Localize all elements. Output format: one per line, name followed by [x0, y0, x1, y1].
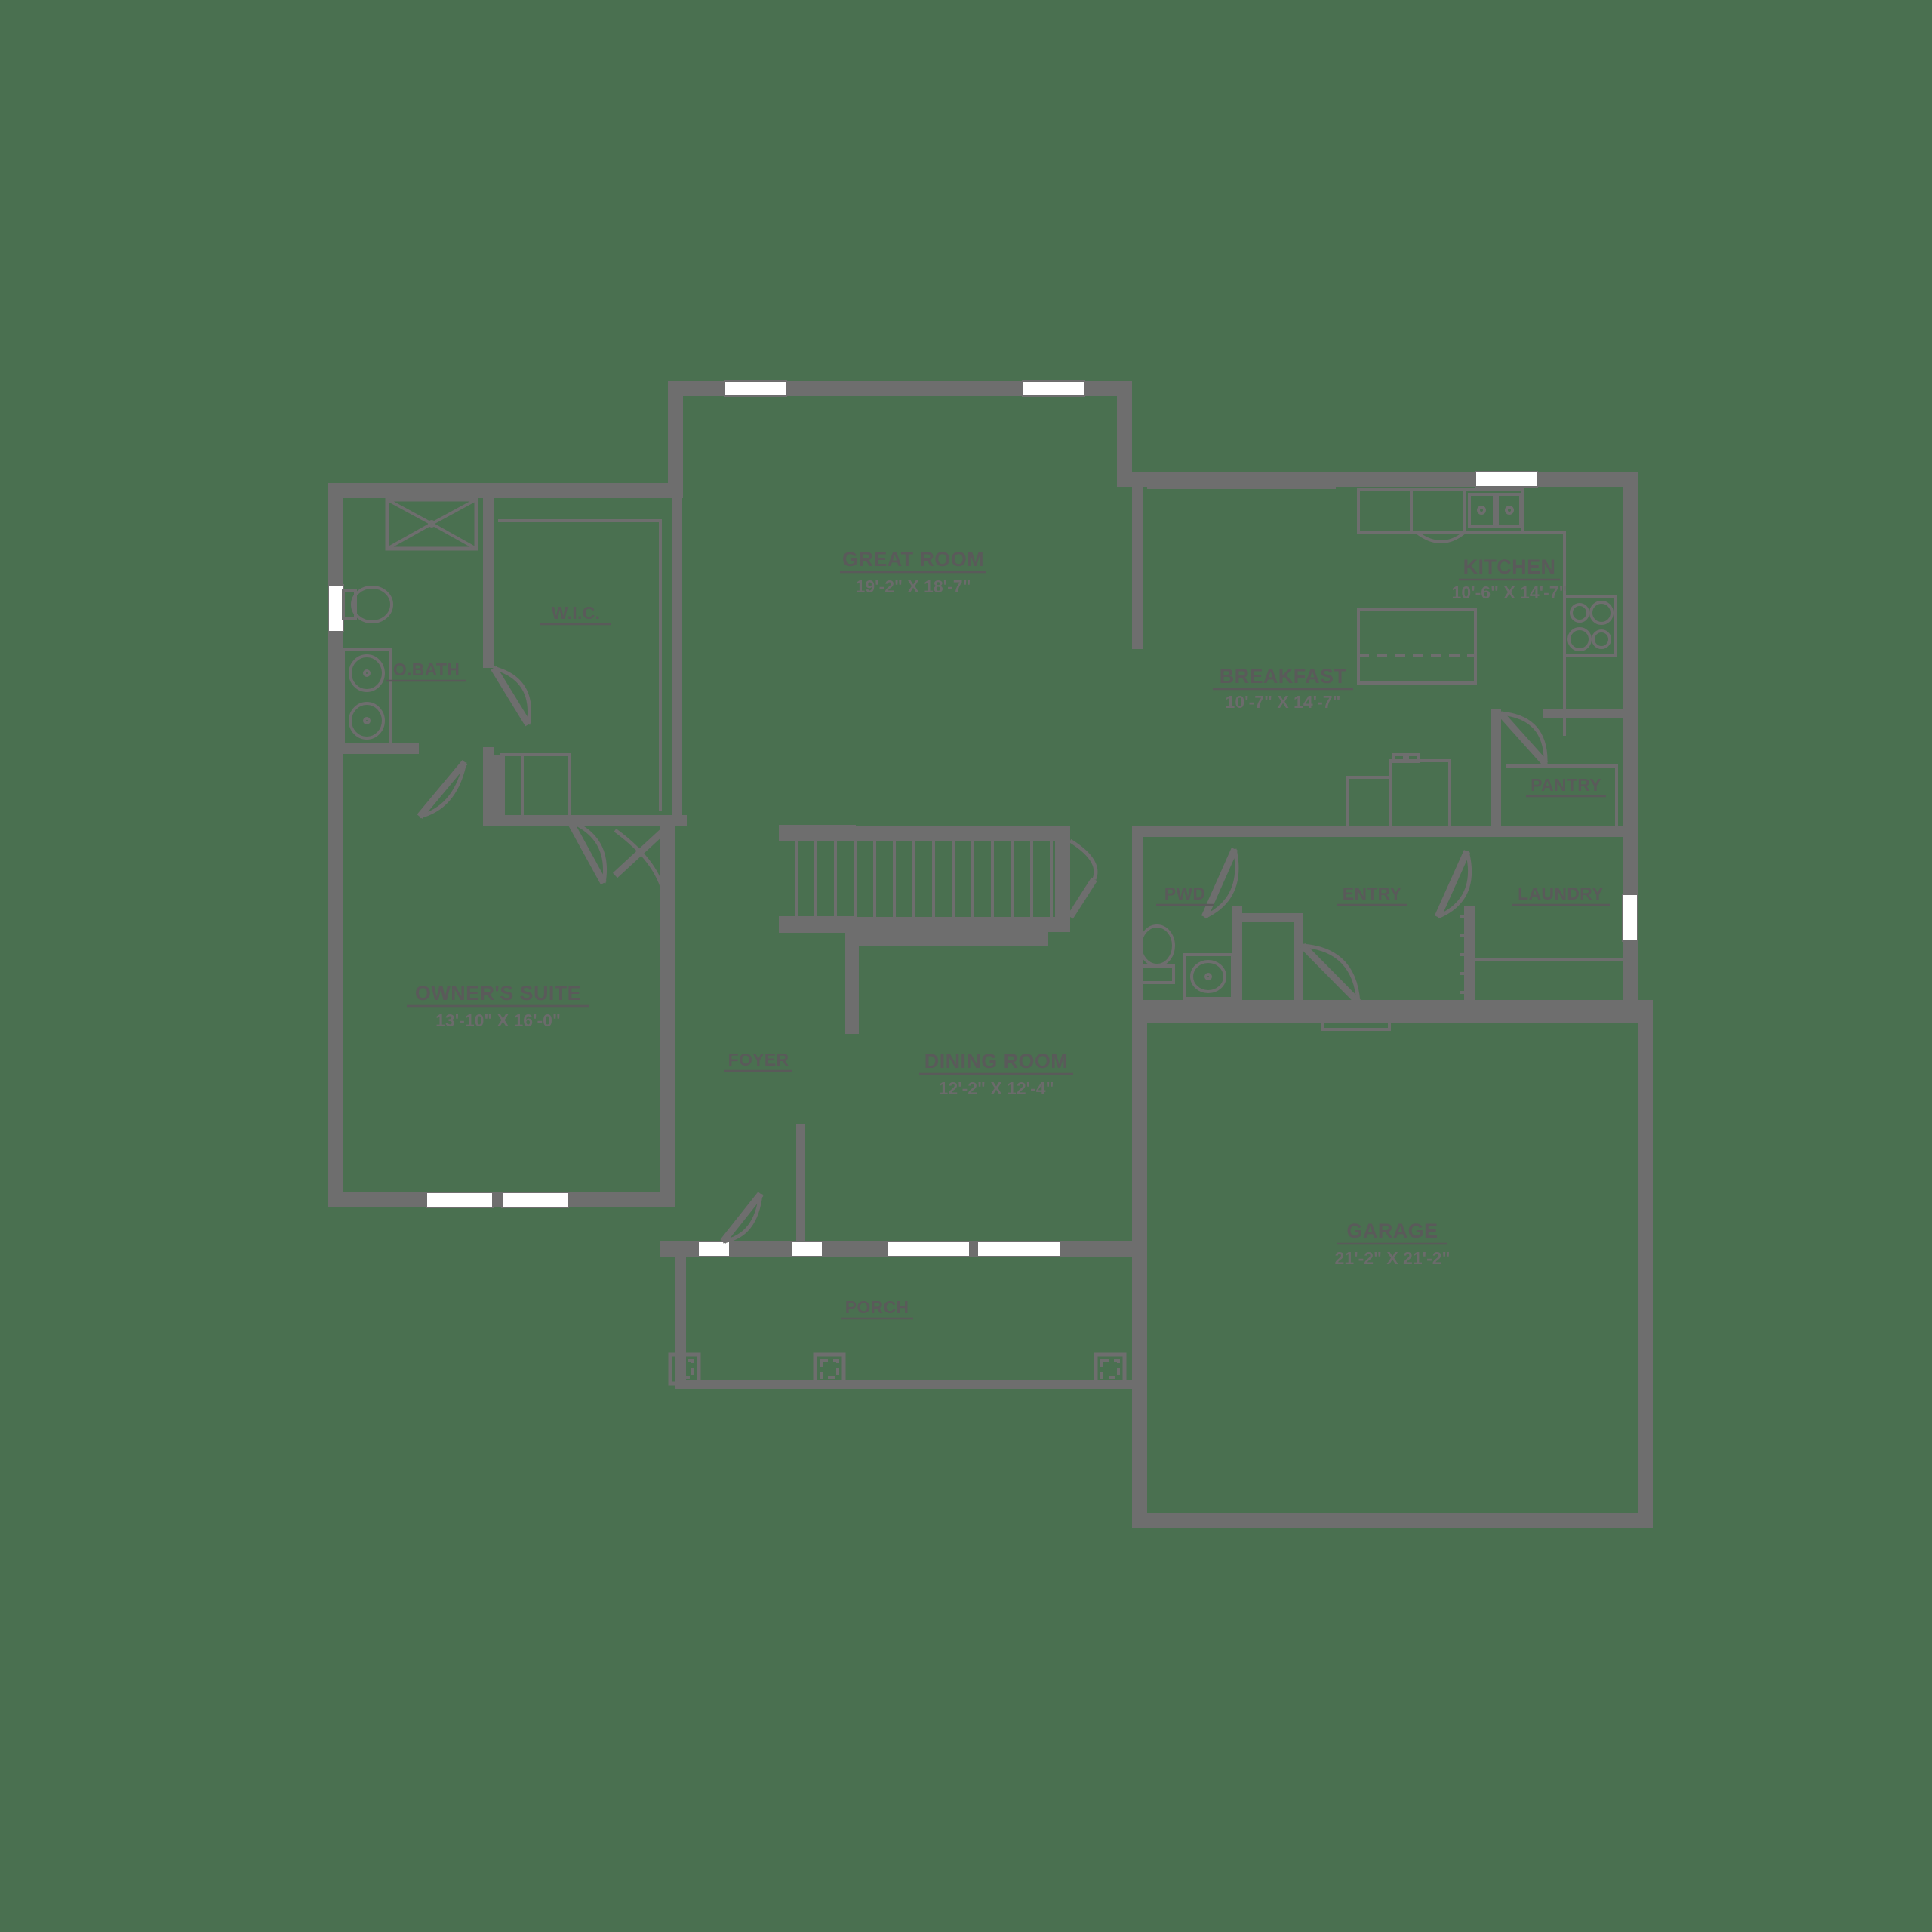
svg-text:19'-2" X 18'-7": 19'-2" X 18'-7" [856, 577, 971, 596]
svg-text:21'-2" X 21'-2": 21'-2" X 21'-2" [1335, 1248, 1451, 1268]
powder-room-fixtures [1139, 924, 1234, 1000]
svg-text:O.BATH: O.BATH [393, 660, 460, 679]
window-great-room-left [724, 380, 787, 397]
window-dining-b [977, 1241, 1061, 1257]
kitchen-fixtures [1346, 488, 1617, 830]
svg-text:OWNER'S SUITE: OWNER'S SUITE [415, 982, 581, 1004]
svg-text:ENTRY: ENTRY [1343, 884, 1402, 903]
refrigerator-fixture [1389, 759, 1451, 830]
window-owners-suite-b [501, 1192, 569, 1208]
window-foyer-b [790, 1241, 823, 1257]
window-kitchen [1475, 471, 1538, 488]
window-great-room-right [1022, 380, 1085, 397]
svg-text:DINING ROOM: DINING ROOM [924, 1050, 1068, 1072]
powder-toilet-fixture [1139, 924, 1175, 984]
window-dining-a [886, 1241, 971, 1257]
great-room-column [1132, 498, 1141, 649]
exterior-walls [328, 381, 1653, 1528]
svg-text:10'-6" X 14'-7": 10'-6" X 14'-7" [1452, 583, 1567, 602]
room-label-powder: PWD [1156, 884, 1214, 906]
svg-text:PANTRY: PANTRY [1531, 775, 1601, 795]
window-laundry [1622, 894, 1638, 942]
room-label-porch: PORCH [841, 1297, 913, 1320]
cooktop-fixture [1563, 595, 1617, 657]
window-foyer-a [697, 1241, 731, 1257]
door-laundry [1434, 850, 1472, 919]
door-bath-to-wic [491, 666, 531, 727]
door-front-entry [720, 1192, 764, 1244]
window-owners-suite-a [426, 1192, 494, 1208]
window-master-bath [328, 584, 344, 632]
powder-sink-fixture [1183, 953, 1234, 1000]
room-label-great-room: GREAT ROOM 19'-2" X 18'-7" [840, 548, 986, 596]
room-label-wic: W.I.C. [540, 603, 611, 626]
svg-text:GARAGE: GARAGE [1347, 1220, 1438, 1242]
toilet-fixture [342, 586, 393, 623]
door-owners-bath [417, 760, 468, 819]
wic-shelving [498, 519, 662, 811]
room-label-entry: ENTRY [1337, 884, 1407, 906]
room-label-pantry: PANTRY [1526, 775, 1606, 798]
room-label-owners-suite: OWNER'S SUITE 13'-10" X 16'-0" [407, 982, 589, 1030]
svg-text:PORCH: PORCH [845, 1297, 909, 1317]
svg-text:GREAT ROOM: GREAT ROOM [842, 548, 984, 571]
owners-bath-fixtures [342, 497, 478, 747]
double-vanity-fixture [342, 648, 392, 747]
door-pantry [1497, 710, 1549, 767]
porch-structure [668, 1249, 1147, 1389]
doors [417, 666, 1549, 1244]
laundry-shelves [1460, 915, 1626, 994]
pantry-shelves [1506, 764, 1618, 827]
svg-text:PWD: PWD [1164, 884, 1206, 903]
room-label-laundry: LAUNDRY [1512, 884, 1610, 906]
kitchen-island-fixture [1357, 608, 1477, 685]
svg-text:LAUNDRY: LAUNDRY [1518, 884, 1604, 903]
staircase [780, 826, 1098, 1034]
kitchen-sink-fixture [1463, 488, 1524, 534]
svg-text:12'-2" X 12'-4": 12'-2" X 12'-4" [939, 1078, 1054, 1098]
door-owners-suite [612, 827, 667, 895]
garage-door [1147, 1513, 1638, 1528]
svg-text:FOYER: FOYER [728, 1050, 789, 1069]
svg-text:BREAKFAST: BREAKFAST [1220, 665, 1347, 688]
svg-text:10'-7" X 14'-7": 10'-7" X 14'-7" [1226, 692, 1341, 712]
foyer-closet-wall [796, 1124, 805, 1241]
room-label-dining-room: DINING ROOM 12'-2" X 12'-4" [919, 1050, 1073, 1098]
room-label-kitchen: KITCHEN 10'-6" X 14'-7" [1452, 555, 1567, 602]
room-label-breakfast: BREAKFAST 10'-7" X 14'-7" [1213, 665, 1353, 712]
shower-fixture [385, 497, 478, 551]
room-label-garage: GARAGE 21'-2" X 21'-2" [1335, 1220, 1451, 1268]
svg-text:13'-10" X 16'-0": 13'-10" X 16'-0" [435, 1011, 561, 1030]
room-labels: GREAT ROOM 19'-2" X 18'-7" KITCHEN 10'-6… [386, 548, 1610, 1320]
room-label-owners-bath: O.BATH [386, 660, 466, 682]
door-hall-closet [500, 753, 607, 885]
svg-text:W.I.C.: W.I.C. [552, 603, 600, 623]
door-garage-entry [1300, 943, 1391, 1031]
room-label-foyer: FOYER [724, 1050, 792, 1072]
porch-columns [668, 1352, 1127, 1386]
svg-text:KITCHEN: KITCHEN [1463, 555, 1556, 578]
